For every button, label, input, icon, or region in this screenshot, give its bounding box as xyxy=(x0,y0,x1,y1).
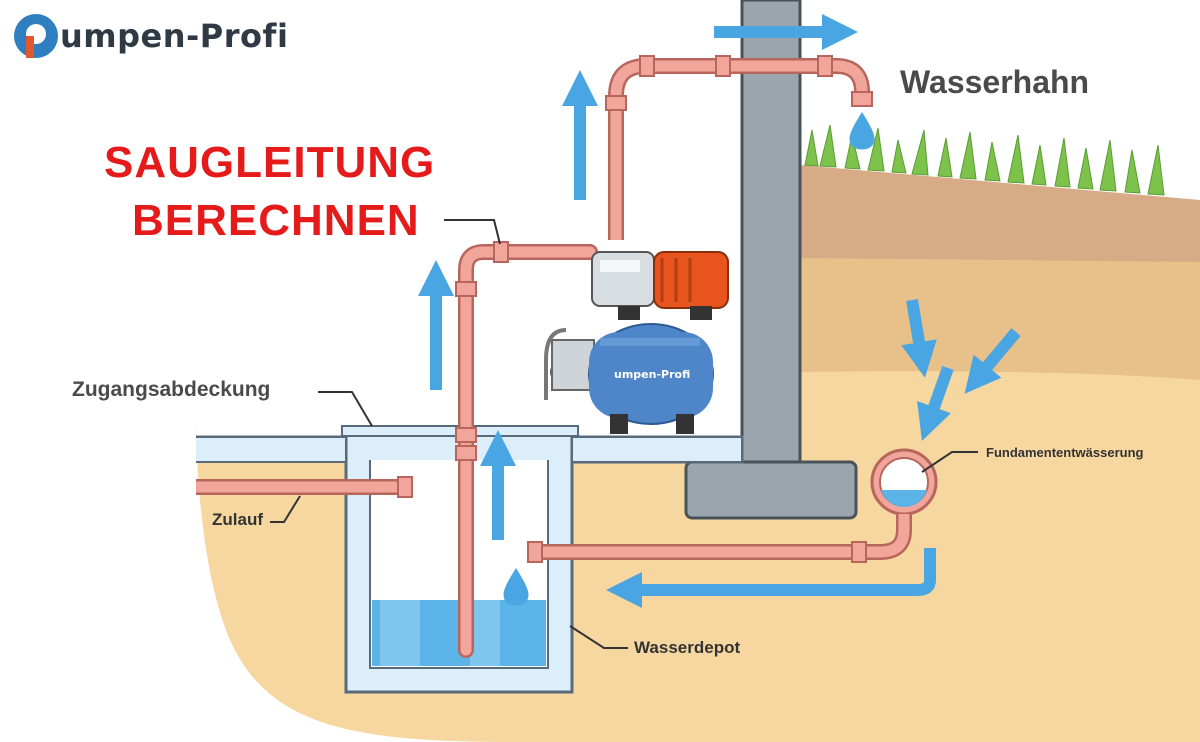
logo-mark-icon xyxy=(14,14,58,58)
floor-left-outline xyxy=(196,436,347,463)
water-drop-icon xyxy=(849,112,875,150)
title-line-1: SAUGLEITUNG xyxy=(104,138,436,187)
reservoir-label: Wasserdepot xyxy=(634,638,741,657)
grass-icon xyxy=(804,124,1165,196)
brand-logo[interactable]: umpen-Profi xyxy=(14,14,288,58)
tank-brand-label: umpen-Profi xyxy=(614,368,691,381)
title-line-2: BERECHNEN xyxy=(132,196,420,245)
water-drop-icon xyxy=(503,568,529,606)
logo-text: umpen-Profi xyxy=(60,17,289,55)
foundation-wall xyxy=(740,0,802,472)
faucet-label: Wasserhahn xyxy=(900,64,1090,100)
access-cover-label: Zugangsabdeckung xyxy=(72,378,271,401)
leader-lines xyxy=(270,219,978,649)
pump-unit xyxy=(544,251,729,434)
drainage-label: Fundamententwässerung xyxy=(986,445,1144,460)
reservoir-water-highlight xyxy=(380,600,420,666)
faucet-outlet xyxy=(851,91,873,107)
inlet-label: Zulauf xyxy=(212,510,263,529)
flow-arrows xyxy=(418,14,1021,608)
wall-footing xyxy=(684,460,858,520)
floor-right-outline xyxy=(571,436,743,463)
